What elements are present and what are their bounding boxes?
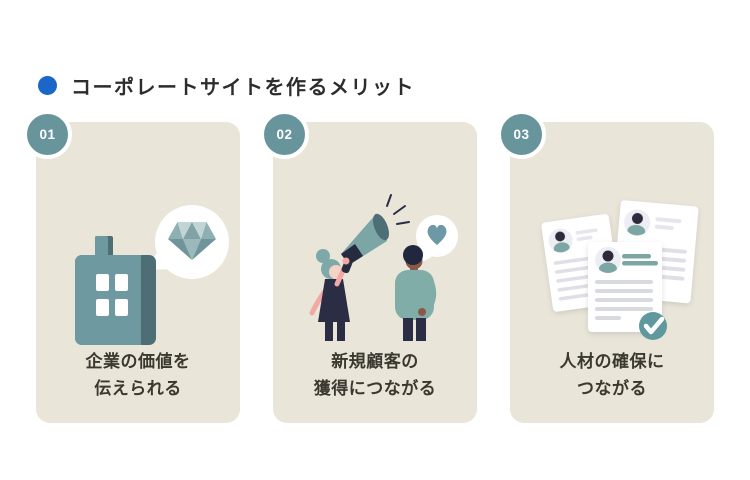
merit-card-03: 03 [497,110,714,423]
resumes-checkmark-illustration [541,200,699,340]
card-number-badge: 01 [23,110,72,159]
card-label-line1: 人材の確保に [559,351,665,371]
card-label-line2: 伝えられる [94,379,182,399]
title-bullet-icon [38,76,57,96]
card-label: 企業の価値を 伝えられる [36,348,240,403]
diamond-icon [168,222,216,260]
sound-lines-icon [386,194,410,225]
merit-card-02: 02 [260,110,477,423]
checkmark-icon [639,312,667,340]
card-label-line1: 企業の価値を [85,351,191,371]
woman-figure [309,249,350,341]
megaphone-people-illustration [309,194,458,341]
megaphone-icon [341,213,389,274]
building-icon [75,236,156,345]
man-figure [395,245,437,341]
building-diamond-illustration [75,205,229,345]
card-label-line2: つながる [577,379,647,399]
card-label: 人材の確保に つながる [510,348,714,403]
section-header: コーポレートサイトを作るメリット [38,58,415,114]
card-label: 新規顧客の 獲得につながる [273,348,477,403]
merit-card-01: 01 [23,110,240,423]
page-title: コーポレートサイトを作るメリット [71,77,415,100]
card-label-line2: 獲得につながる [313,379,437,399]
card-label-line1: 新規顧客の [331,351,419,371]
card-number-badge: 02 [260,110,309,159]
diamond-speech-bubble-icon [144,205,229,279]
resume-document-front [588,242,662,332]
card-number-badge: 03 [497,110,546,159]
